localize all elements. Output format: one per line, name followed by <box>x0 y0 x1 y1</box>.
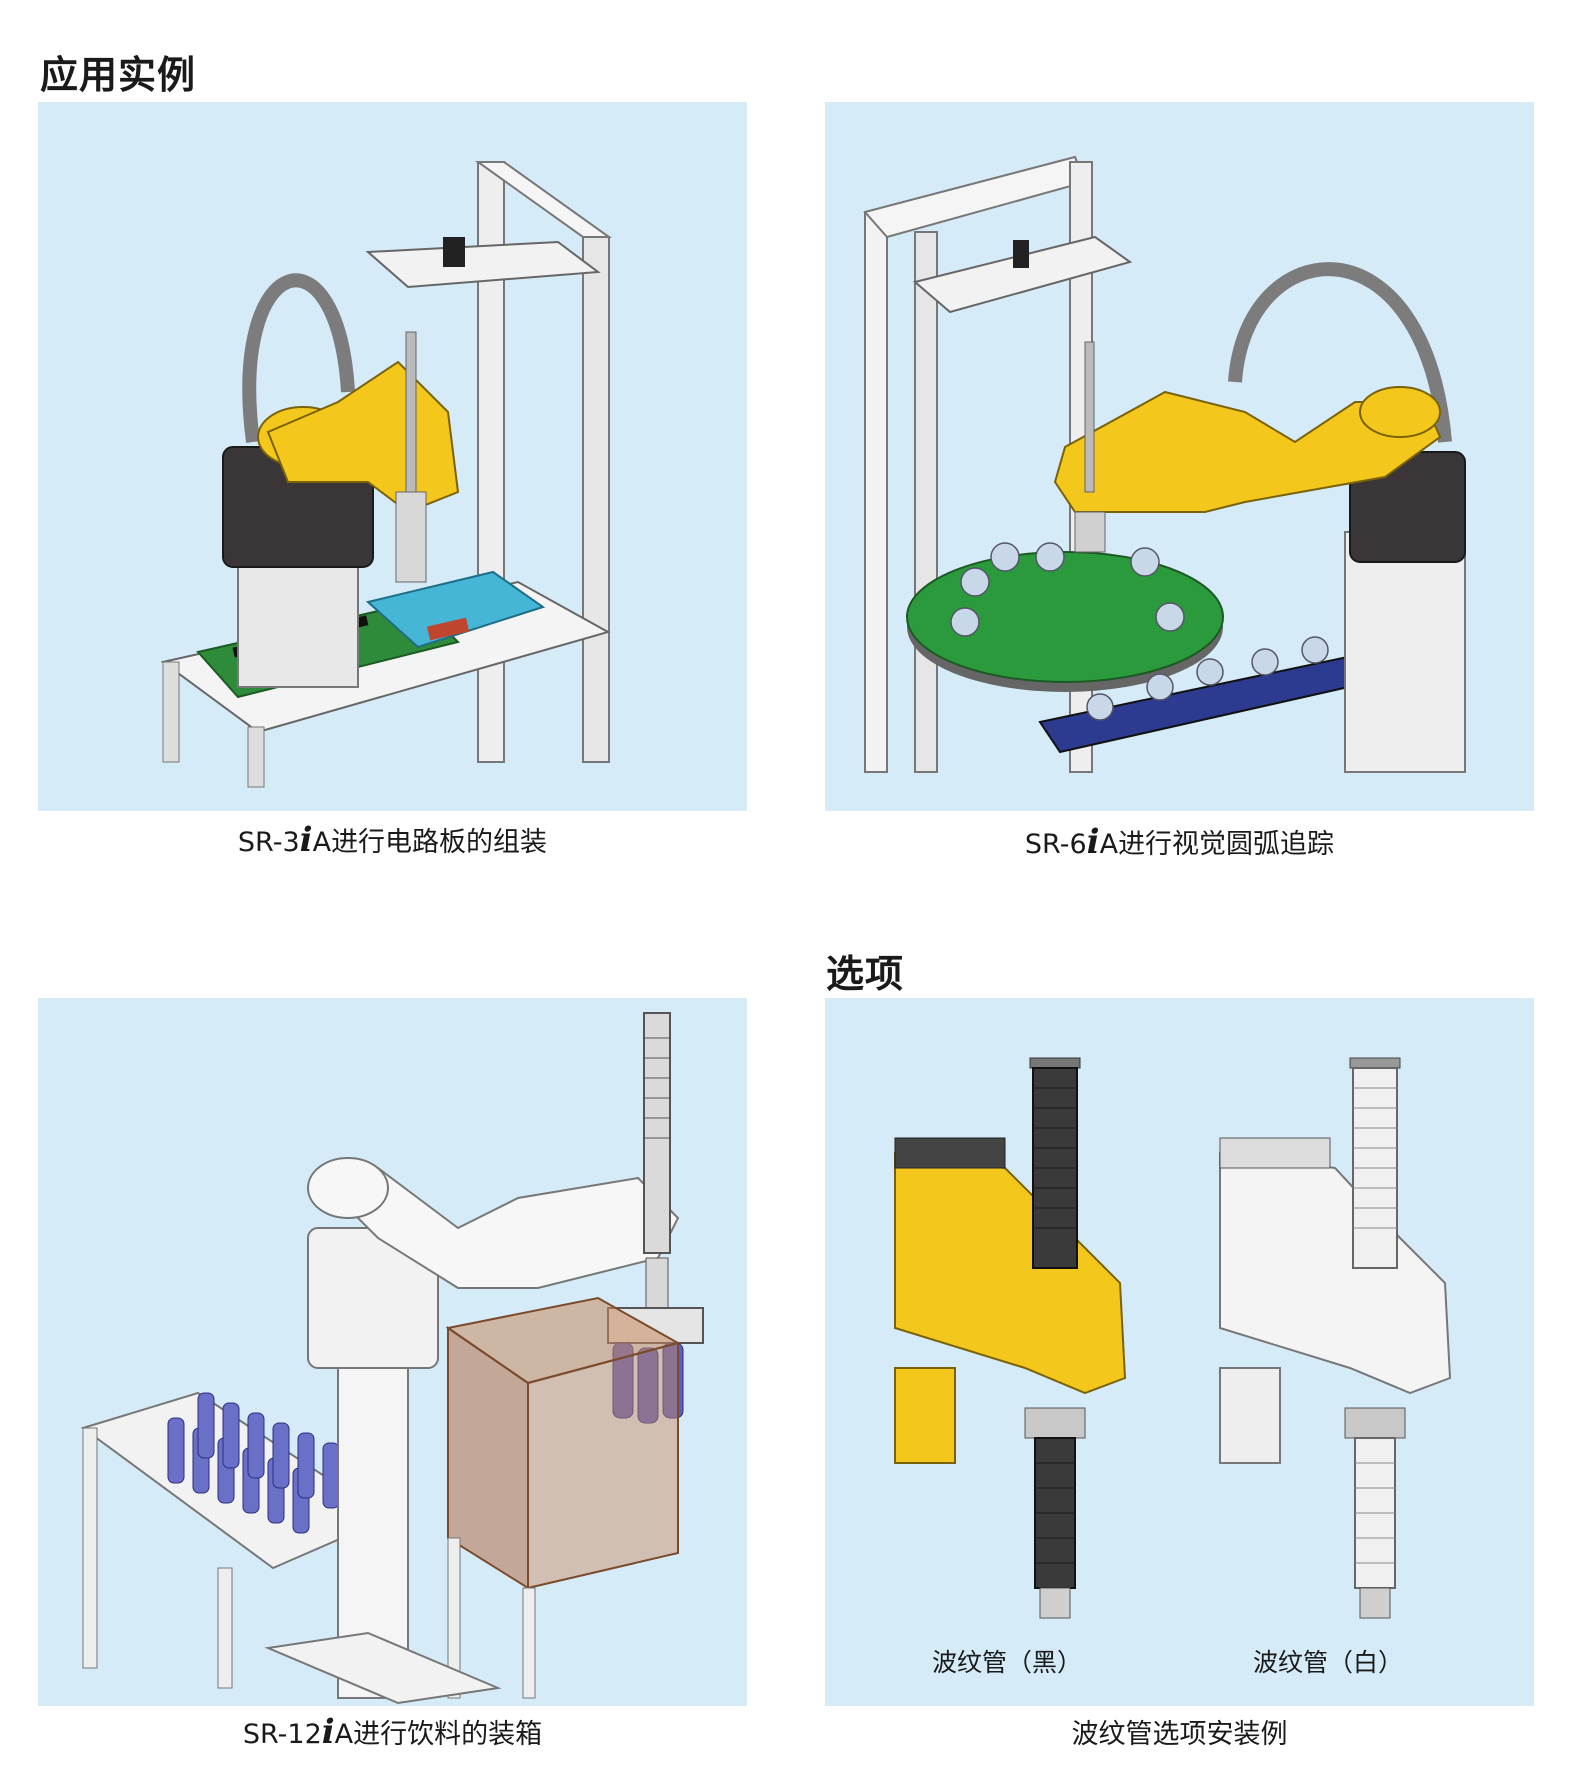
model-suffix: A <box>1099 829 1119 860</box>
caption-visual-tracking: SR-6iA进行视觉圆弧追踪 <box>825 822 1534 862</box>
model-i: i <box>321 1712 335 1752</box>
model-i: i <box>1086 822 1100 862</box>
section-title-options: 选项 <box>826 952 905 996</box>
model-prefix: SR-12 <box>242 1719 322 1750</box>
label-bellows-white: 波纹管（白） <box>1253 1648 1404 1677</box>
caption-pcb-assembly: SR-3iA进行电路板的组装 <box>38 820 747 860</box>
section-title-examples: 应用实例 <box>40 53 197 97</box>
image-beverage-boxing <box>38 998 747 1706</box>
model-prefix: SR-3 <box>237 827 300 858</box>
model-suffix: A <box>312 827 332 858</box>
caption-bellows-options: 波纹管选项安装例 <box>1071 1719 1288 1750</box>
caption-text: 进行饮料的装箱 <box>353 1719 543 1750</box>
caption-text: 进行视觉圆弧追踪 <box>1118 829 1335 860</box>
caption-text: 进行电路板的组装 <box>331 827 548 858</box>
label-bellows-black: 波纹管（黑） <box>932 1648 1083 1677</box>
caption-beverage-boxing: SR-12iA进行饮料的装箱 <box>38 1712 747 1752</box>
model-i: i <box>299 820 313 860</box>
model-suffix: A <box>334 1719 354 1750</box>
image-bellows-options: 波纹管（黑） 波纹管（白） <box>825 998 1534 1706</box>
image-pcb-assembly <box>38 102 747 811</box>
model-prefix: SR-6 <box>1024 829 1087 860</box>
image-visual-tracking <box>825 102 1534 811</box>
